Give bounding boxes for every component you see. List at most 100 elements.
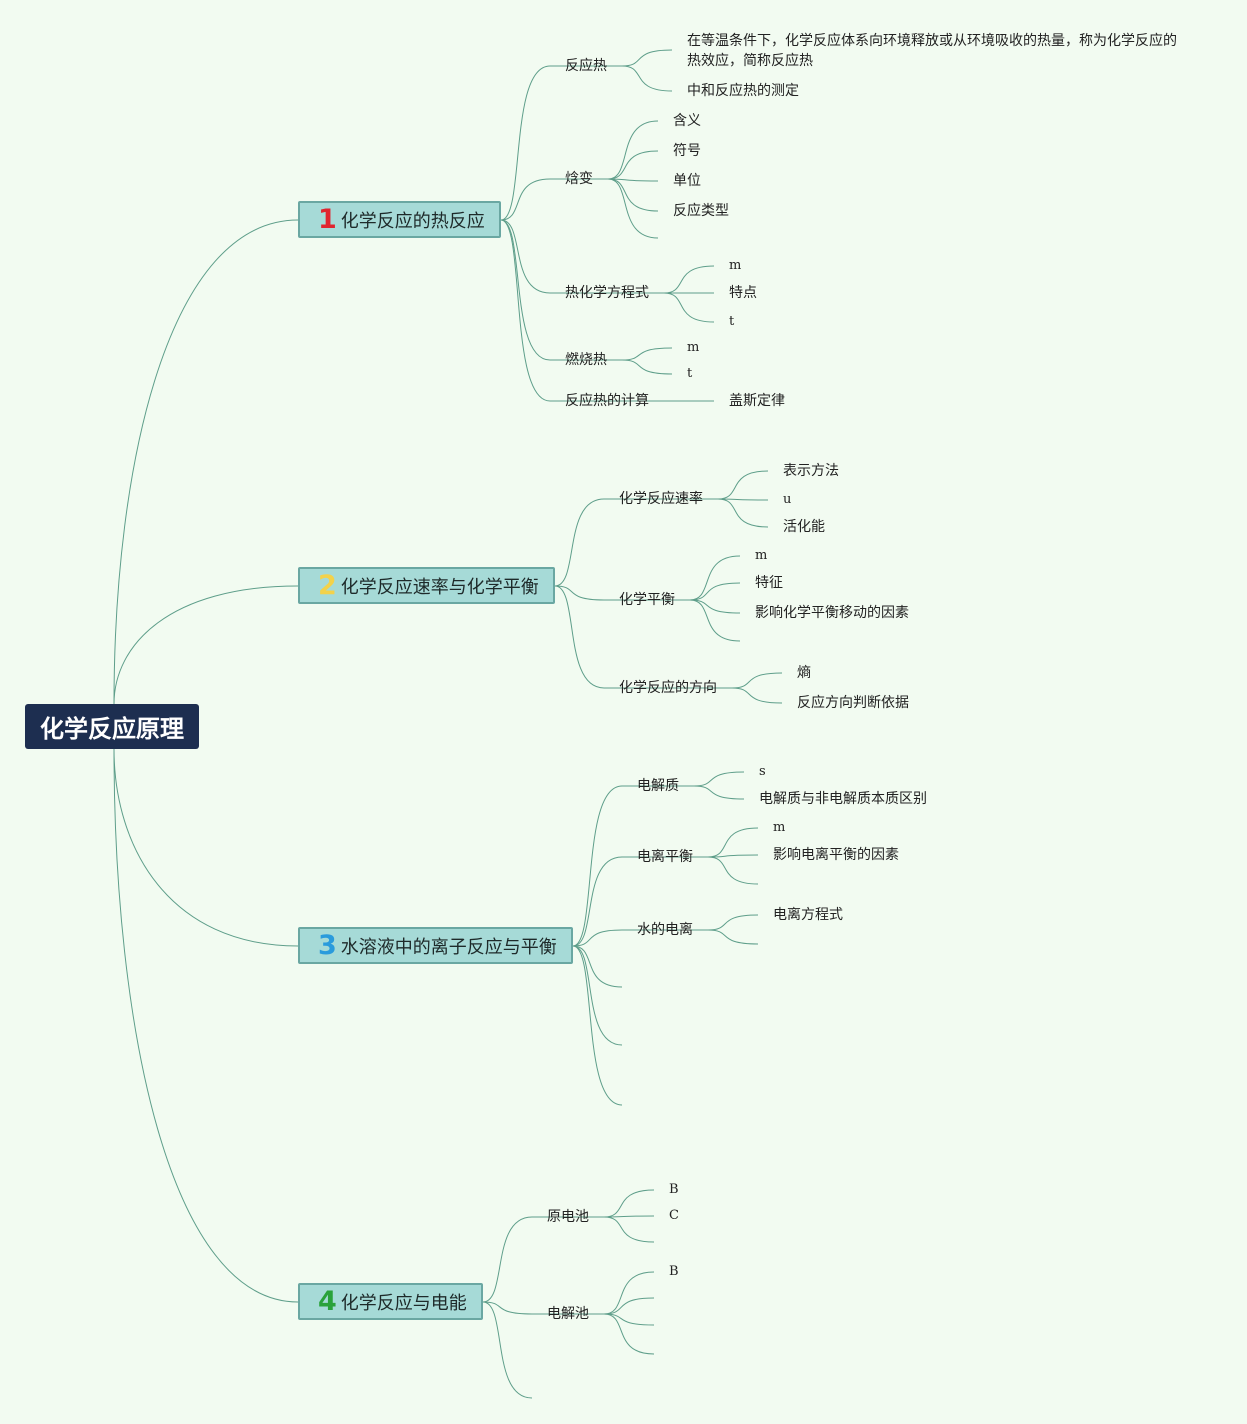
connector-line bbox=[482, 1301, 533, 1399]
leaf-direction-criterion[interactable]: 反应方向判断依据 bbox=[797, 695, 909, 711]
leaf-t[interactable]: t bbox=[687, 366, 693, 381]
leaf-m[interactable]: m bbox=[755, 548, 768, 563]
leaf-c[interactable]: C bbox=[669, 1208, 679, 1223]
leaf-meaning[interactable]: 含义 bbox=[673, 113, 701, 129]
leaf-activation-energy[interactable]: 活化能 bbox=[783, 519, 825, 535]
leaf-b[interactable]: B bbox=[669, 1264, 679, 1279]
root-connector-line bbox=[113, 748, 299, 1303]
leaf-features[interactable]: 特点 bbox=[729, 285, 757, 301]
topic-number: 2 bbox=[318, 570, 337, 601]
connector-line bbox=[572, 945, 623, 1106]
connector-line bbox=[554, 585, 605, 689]
branch-heat-calculation[interactable]: 反应热的计算 bbox=[565, 393, 649, 409]
topic-label: 水溶液中的离子反应与平衡 bbox=[340, 936, 557, 958]
connector-line bbox=[482, 1301, 533, 1315]
connector-line bbox=[603, 1271, 655, 1315]
topic-number: 4 bbox=[318, 1286, 337, 1317]
branch-water-ionization[interactable]: 水的电离 bbox=[637, 922, 693, 938]
leaf-unit[interactable]: 单位 bbox=[673, 173, 701, 189]
topic-node-electrochemistry[interactable]: 4 化学反应与电能 bbox=[298, 1283, 483, 1320]
branch-electrolytic-cell[interactable]: 电解池 bbox=[547, 1306, 589, 1322]
leaf-m[interactable]: m bbox=[687, 340, 700, 355]
connector-line bbox=[707, 854, 759, 858]
leaf-reaction-heat-definition[interactable]: 在等温条件下，化学反应体系向环境释放或从环境吸收的热量，称为化学反应的热效应，简… bbox=[687, 33, 1177, 69]
connector-line bbox=[500, 178, 551, 221]
connector-line bbox=[707, 856, 759, 885]
branch-thermochemical-equation[interactable]: 热化学方程式 bbox=[565, 285, 649, 301]
connector-line bbox=[603, 1313, 655, 1355]
connector-line bbox=[607, 178, 659, 212]
leaf-equilibrium-shift-factors[interactable]: 影响化学平衡移动的因素 bbox=[755, 605, 909, 621]
connector-line bbox=[689, 555, 741, 601]
connector-line bbox=[663, 292, 715, 323]
branch-combustion-heat[interactable]: 燃烧热 bbox=[565, 352, 607, 368]
branch-reaction-rate[interactable]: 化学反应速率 bbox=[619, 491, 703, 507]
leaf-neutralization-heat[interactable]: 中和反应热的测定 bbox=[687, 83, 799, 99]
connector-line bbox=[572, 856, 623, 947]
connector-line bbox=[621, 49, 673, 67]
leaf-entropy[interactable]: 熵 bbox=[797, 665, 811, 681]
connector-line bbox=[603, 1189, 655, 1218]
leaf-ionization-equation[interactable]: 电离方程式 bbox=[773, 907, 843, 923]
leaf-reaction-type[interactable]: 反应类型 bbox=[673, 203, 729, 219]
connector-line bbox=[717, 470, 769, 500]
topic-label: 化学反应与电能 bbox=[340, 1292, 467, 1314]
connector-line bbox=[693, 771, 745, 787]
root-node[interactable]: 化学反应原理 bbox=[25, 704, 199, 749]
leaf-m[interactable]: m bbox=[729, 258, 742, 273]
connector-line bbox=[731, 687, 783, 704]
connector-line bbox=[707, 914, 759, 931]
topic-number: 3 bbox=[318, 930, 337, 961]
topic-number: 1 bbox=[318, 204, 337, 235]
topic-node-aqueous-ions[interactable]: 3 水溶液中的离子反应与平衡 bbox=[298, 927, 573, 964]
connector-line bbox=[482, 1216, 533, 1303]
connector-line bbox=[603, 1297, 655, 1315]
connector-line bbox=[621, 347, 673, 361]
branch-electrolyte[interactable]: 电解质 bbox=[637, 778, 679, 794]
leaf-symbol[interactable]: 符号 bbox=[673, 143, 701, 159]
connector-line bbox=[572, 929, 623, 947]
leaf-ionization-factors[interactable]: 影响电离平衡的因素 bbox=[773, 847, 899, 863]
connector-line bbox=[621, 359, 673, 375]
connector-line bbox=[603, 1216, 655, 1243]
leaf-hess-law[interactable]: 盖斯定律 bbox=[729, 393, 785, 409]
connector-line bbox=[689, 599, 741, 642]
connector-line bbox=[717, 498, 769, 501]
branch-enthalpy-change[interactable]: 焓变 bbox=[565, 171, 593, 187]
branch-ionization-equilibrium[interactable]: 电离平衡 bbox=[637, 849, 693, 865]
connector-line bbox=[707, 827, 759, 858]
branch-chemical-equilibrium[interactable]: 化学平衡 bbox=[619, 592, 675, 608]
branch-reaction-heat[interactable]: 反应热 bbox=[565, 58, 607, 74]
connector-line bbox=[607, 178, 659, 239]
topic-label: 化学反应速率与化学平衡 bbox=[340, 576, 539, 598]
connector-line bbox=[572, 945, 623, 988]
leaf-s[interactable]: s bbox=[759, 764, 766, 779]
leaf-electrolyte-difference[interactable]: 电解质与非电解质本质区别 bbox=[759, 791, 927, 807]
connector-line bbox=[717, 498, 769, 528]
leaf-expression-method[interactable]: 表示方法 bbox=[783, 463, 839, 479]
connector-line bbox=[603, 1215, 655, 1218]
connector-line bbox=[500, 219, 551, 402]
connector-line bbox=[500, 219, 551, 294]
connector-line bbox=[572, 945, 623, 1046]
connector-line bbox=[500, 219, 551, 361]
topic-node-rate-equilibrium[interactable]: 2 化学反应速率与化学平衡 bbox=[298, 567, 555, 604]
root-connector-line bbox=[113, 748, 299, 947]
leaf-u[interactable]: u bbox=[783, 492, 792, 507]
leaf-m[interactable]: m bbox=[773, 820, 786, 835]
leaf-t[interactable]: t bbox=[729, 314, 735, 329]
connector-line bbox=[607, 120, 659, 180]
leaf-characteristics[interactable]: 特征 bbox=[755, 575, 783, 591]
leaf-b[interactable]: B bbox=[669, 1182, 679, 1197]
connector-line bbox=[731, 672, 783, 689]
branch-galvanic-cell[interactable]: 原电池 bbox=[547, 1209, 589, 1225]
connector-line bbox=[500, 65, 551, 221]
connector-line bbox=[621, 65, 673, 92]
root-connector-line bbox=[113, 585, 299, 705]
topic-node-heat-reaction[interactable]: 1 化学反应的热反应 bbox=[298, 201, 501, 238]
branch-reaction-direction[interactable]: 化学反应的方向 bbox=[619, 680, 717, 696]
connector-line bbox=[689, 582, 741, 601]
connector-line bbox=[554, 498, 605, 587]
